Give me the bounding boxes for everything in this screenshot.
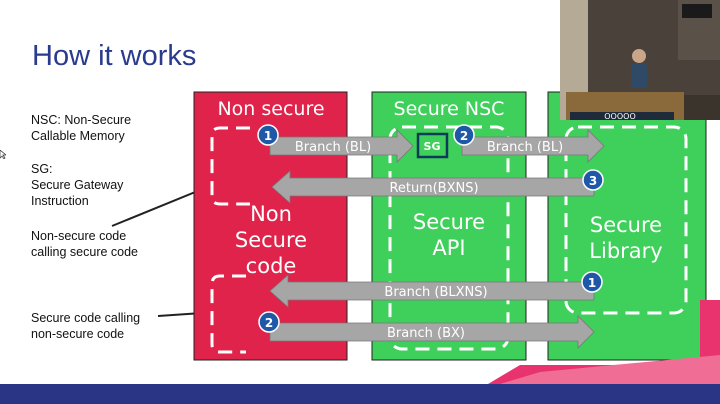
- column-nonsecure-body-1: Non: [250, 202, 292, 226]
- column-nonsecure-header: Non secure: [217, 98, 324, 120]
- note-secure-calling: Secure code calling non-secure code: [31, 311, 141, 341]
- slide-footer-bar: [0, 384, 720, 404]
- step-badge-5: [258, 311, 280, 333]
- arrow-branch-bl-1-label: Branch (BL): [295, 140, 371, 155]
- note-sg: SG: Secure Gateway Instruction: [31, 162, 124, 208]
- sg-box-label: SG: [424, 140, 441, 153]
- library-dashed-region: [564, 125, 688, 315]
- column-nsc-header: Secure NSC: [394, 98, 505, 120]
- accent-shape-2: [500, 355, 720, 384]
- step-badge-2: [453, 124, 475, 146]
- speaker-video-image: OOOOO: [560, 0, 720, 120]
- step-badge-5-label: 2: [265, 316, 273, 330]
- column-nonsecure-body-2: Secure: [235, 228, 307, 252]
- note-nsc: NSC: Non-Secure Callable Memory: [31, 113, 132, 143]
- step-badge-1: [257, 124, 279, 146]
- column-nsc-body-1: Secure: [413, 210, 485, 234]
- step-badge-2-label: 2: [460, 129, 468, 143]
- arrow-branch-blxns-label: Branch (BLXNS): [384, 285, 487, 300]
- step-badge-3-label: 3: [589, 174, 597, 188]
- column-library-body-2: Library: [589, 239, 662, 263]
- sg-box: [416, 132, 449, 159]
- nonsecure-dashed-region-top: [210, 126, 250, 206]
- slide-title: How it works: [32, 40, 197, 72]
- arrow-branch-bx: [269, 315, 595, 349]
- column-nonsecure-body-3: code: [246, 254, 297, 278]
- step-badge-4: [581, 271, 603, 293]
- column-nsc-body-2: API: [432, 236, 465, 260]
- arrow-branch-bx-label: Branch (BX): [387, 326, 465, 341]
- arrow-branch-blxns: [269, 274, 595, 308]
- mouse-cursor-icon: [0, 150, 6, 159]
- arrow-return-bxns-label: Return(BXNS): [389, 181, 478, 196]
- note-nonsecure-calling: Non-secure code calling secure code: [31, 229, 139, 259]
- arrow-branch-bl-2-label: Branch (BL): [487, 140, 563, 155]
- arrow-branch-bl-2: [461, 129, 605, 163]
- step-badge-1-label: 1: [264, 129, 272, 143]
- step-badge-4-label: 1: [588, 276, 596, 290]
- arrow-branch-bl-1: [269, 129, 414, 163]
- arrow-return-bxns: [271, 170, 595, 204]
- nsc-dashed-region: [388, 125, 510, 351]
- column-library-body-1: Secure: [590, 213, 662, 237]
- svg-text:OOOOO: OOOOO: [604, 112, 635, 120]
- speaker-video-inset: OOOOO: [560, 0, 720, 120]
- nonsecure-dashed-region-bottom: [210, 274, 246, 354]
- step-badge-3: [582, 169, 604, 191]
